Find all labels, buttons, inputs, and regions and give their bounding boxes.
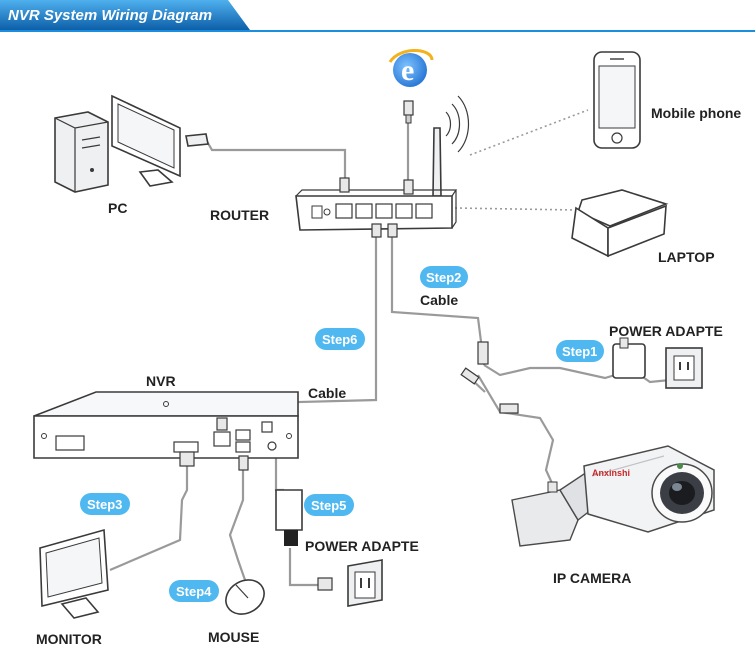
ip-camera-device: Anxinshi IP CAMERA — [460, 341, 715, 586]
nvr-device: NVR — [33, 373, 299, 471]
step-4-label: Step4 — [176, 584, 212, 599]
cable-label-camera: Cable — [420, 292, 458, 308]
ip-camera-label: IP CAMERA — [553, 570, 631, 586]
nvr-label: NVR — [146, 373, 176, 389]
step-bubble-4: Step4 — [169, 580, 219, 602]
title-banner: NVR System Wiring Diagram — [0, 0, 755, 32]
step-6-label: Step6 — [322, 332, 357, 347]
step-3-label: Step3 — [87, 497, 122, 512]
cable-camera-power — [483, 364, 626, 380]
step-bubble-6: Step6 — [315, 328, 365, 350]
cable-nvr-adapter — [274, 455, 284, 492]
wireless-link-laptop — [454, 207, 577, 211]
monitor-label: MONITOR — [36, 631, 102, 646]
mouse-label: MOUSE — [208, 629, 259, 645]
pc-device: PC — [54, 94, 209, 216]
cable-nvr-monitor — [109, 465, 189, 572]
cable-label-nvr: Cable — [308, 385, 346, 401]
svg-text:e: e — [401, 54, 414, 87]
pc-label: PC — [108, 200, 127, 216]
router-antenna — [432, 127, 442, 197]
wifi-waves-icon — [445, 95, 469, 153]
diagram-title: NVR System Wiring Diagram — [8, 7, 212, 24]
mobile-phone-device: Mobile phone — [593, 51, 741, 149]
power-adapter-camera-label: POWER ADAPTE — [609, 323, 723, 339]
step-5-label: Step5 — [311, 498, 346, 513]
step-bubble-1: Step1 — [556, 340, 604, 362]
internet-explorer-icon: e — [388, 49, 434, 124]
mouse-device: MOUSE — [208, 579, 265, 645]
power-adapter-camera: POWER ADAPTE — [609, 323, 723, 389]
wireless-link-phone — [469, 109, 589, 156]
step-bubble-2: Step2 — [420, 266, 468, 288]
power-adapter-nvr: POWER ADAPTE — [275, 489, 419, 607]
power-adapter-nvr-label: POWER ADAPTE — [305, 538, 419, 554]
router-device: ROUTER — [210, 127, 458, 238]
laptop-label: LAPTOP — [658, 249, 715, 265]
mobile-label: Mobile phone — [651, 105, 741, 121]
router-label: ROUTER — [210, 207, 269, 223]
step-1-label: Step1 — [562, 344, 597, 359]
cables — [109, 109, 671, 587]
step-bubble-5: Step5 — [304, 494, 354, 516]
pc-tower — [54, 111, 109, 193]
cable-camera-body — [477, 374, 558, 493]
laptop-device: LAPTOP — [571, 189, 715, 265]
cable-pc-router — [204, 137, 347, 178]
monitor-device: MONITOR — [36, 528, 109, 646]
step-bubble-3: Step3 — [80, 493, 130, 515]
cable-adapter-plug — [288, 548, 318, 587]
step-2-label: Step2 — [426, 270, 461, 285]
cable-nvr-mouse — [228, 470, 247, 581]
camera-brand: Anxinshi — [592, 468, 630, 478]
